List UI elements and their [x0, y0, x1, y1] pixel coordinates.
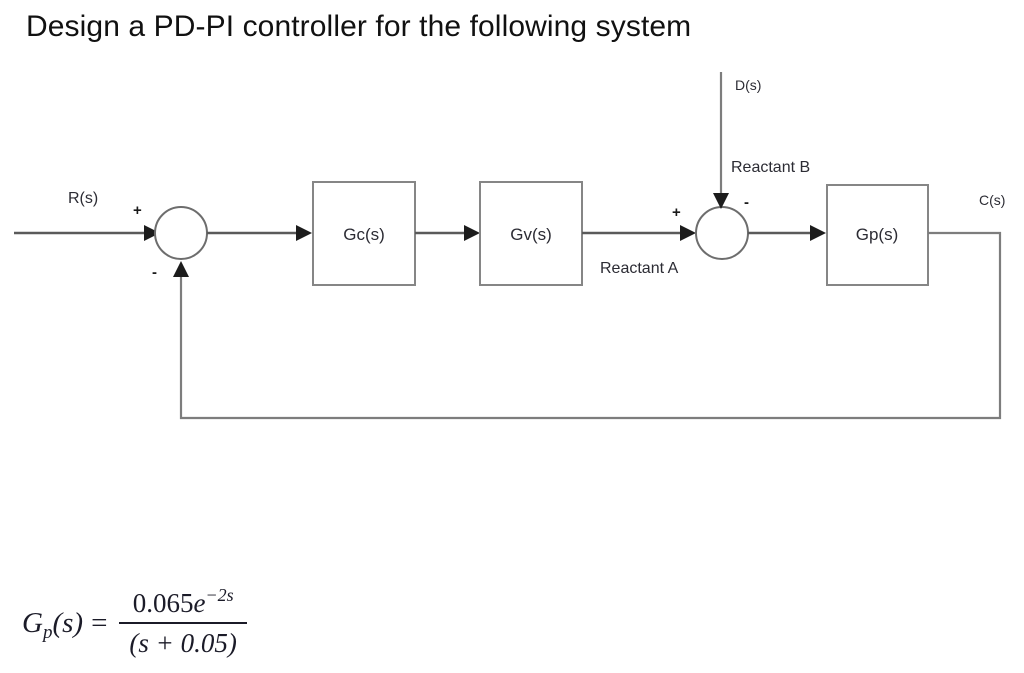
block-gv-label: Gv(s)	[510, 225, 552, 244]
wire-junction-to-gp	[748, 225, 826, 241]
control-block-diagram: + - R(s) Gc(s) Gv(s)	[14, 72, 1005, 420]
disturbance-junction-minus-sign: -	[744, 194, 749, 211]
formula-numerator-base: e	[193, 588, 206, 618]
disturbance-junction-plus-sign: +	[672, 204, 681, 221]
block-gv[interactable]: Gv(s)	[479, 181, 583, 286]
disturbance-label-ds: D(s)	[735, 77, 761, 93]
block-gp[interactable]: Gp(s)	[826, 184, 929, 286]
error-junction-minus-sign: -	[152, 264, 157, 281]
disturbance-junction	[695, 206, 749, 260]
formula-numerator-coefficient: 0.065	[132, 588, 194, 618]
wire-junction-to-gc	[207, 225, 312, 241]
stream-label-reactant-a: Reactant A	[600, 260, 679, 277]
formula-lhs-subscript: p	[42, 622, 53, 643]
input-wire-r	[14, 225, 160, 241]
formula-equals: =	[91, 607, 108, 639]
wire-gc-to-gv	[415, 225, 480, 241]
formula-lhs-argument: (s)	[52, 607, 84, 639]
stream-label-reactant-b: Reactant B	[731, 159, 810, 176]
feedback-path	[173, 231, 1002, 420]
block-gc-label: Gc(s)	[343, 225, 385, 244]
block-gc[interactable]: Gc(s)	[312, 181, 416, 286]
formula-numerator-exponent: −2s	[205, 585, 234, 605]
block-diagram-container: + - R(s) Gc(s) Gv(s)	[0, 55, 1024, 455]
output-label-cs: C(s)	[979, 192, 1005, 208]
page-title: Design a PD-PI controller for the follow…	[26, 10, 692, 43]
error-junction-plus-sign: +	[133, 202, 142, 219]
wire-gv-to-junction	[582, 225, 696, 241]
disturbance-wire-ds	[713, 72, 729, 209]
block-gp-label: Gp(s)	[856, 225, 899, 244]
input-label-rs: R(s)	[68, 190, 98, 207]
error-junction	[154, 206, 208, 260]
formula-denominator: (s + 0.05)	[129, 628, 237, 658]
formula-lhs-main: G	[22, 607, 43, 639]
formula-fraction-bar	[119, 622, 247, 624]
